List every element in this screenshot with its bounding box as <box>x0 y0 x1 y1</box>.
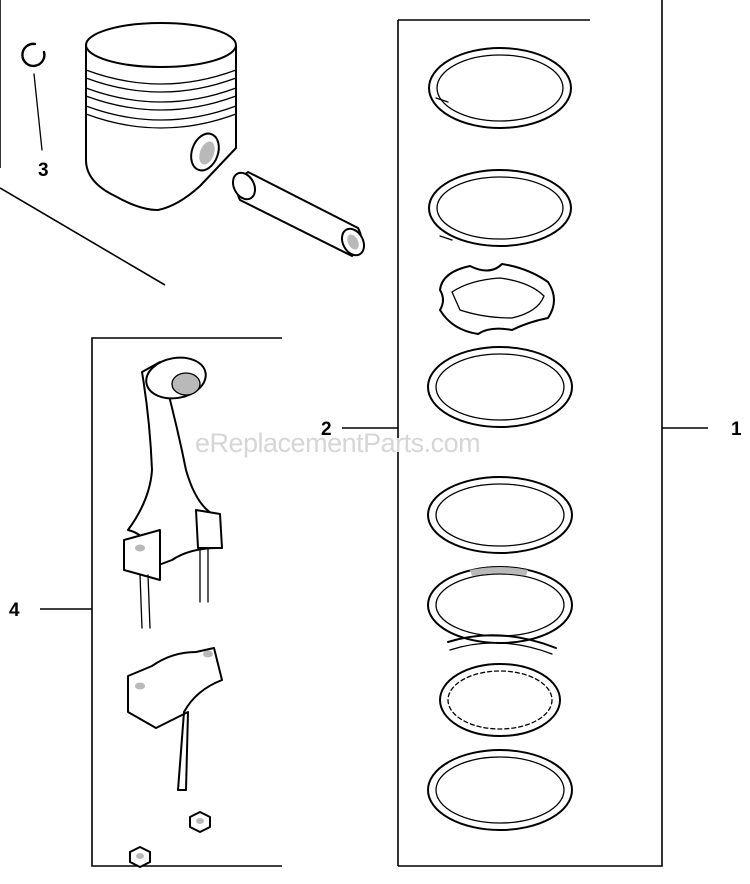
connecting-rod-nuts[interactable] <box>129 811 211 868</box>
ring-oil-control-rail <box>447 634 557 655</box>
connecting-rod[interactable] <box>123 353 223 629</box>
connecting-rod-cap[interactable] <box>127 647 223 791</box>
ring-compression-fourth <box>427 476 573 554</box>
ring-compression-top <box>428 47 572 129</box>
piston-pin[interactable] <box>229 169 369 259</box>
ring-compression-third <box>427 346 573 428</box>
callout-1-kit[interactable]: 1 <box>731 419 742 440</box>
watermark-text: eReplacementParts.com <box>195 428 480 458</box>
ring-oil-control-upper <box>427 566 573 644</box>
retainer-clip[interactable] <box>21 42 46 151</box>
ring-set[interactable] <box>427 47 573 831</box>
kit-bracket <box>0 0 708 867</box>
piston[interactable] <box>85 22 237 211</box>
connecting-rod-bracket <box>40 337 282 867</box>
rod-nut-lower <box>129 846 151 868</box>
rod-nut-upper <box>189 811 211 833</box>
ring-oil-rail-bottom <box>427 749 573 831</box>
callout-3-retainer[interactable]: 3 <box>38 160 49 181</box>
ring-compression-second <box>428 169 572 247</box>
ring-oil-expander-lower <box>439 663 561 737</box>
callout-2-ring-set[interactable]: 2 <box>321 419 332 440</box>
ring-oil-expander <box>439 263 555 335</box>
callout-4-connecting-rod[interactable]: 4 <box>9 600 20 621</box>
